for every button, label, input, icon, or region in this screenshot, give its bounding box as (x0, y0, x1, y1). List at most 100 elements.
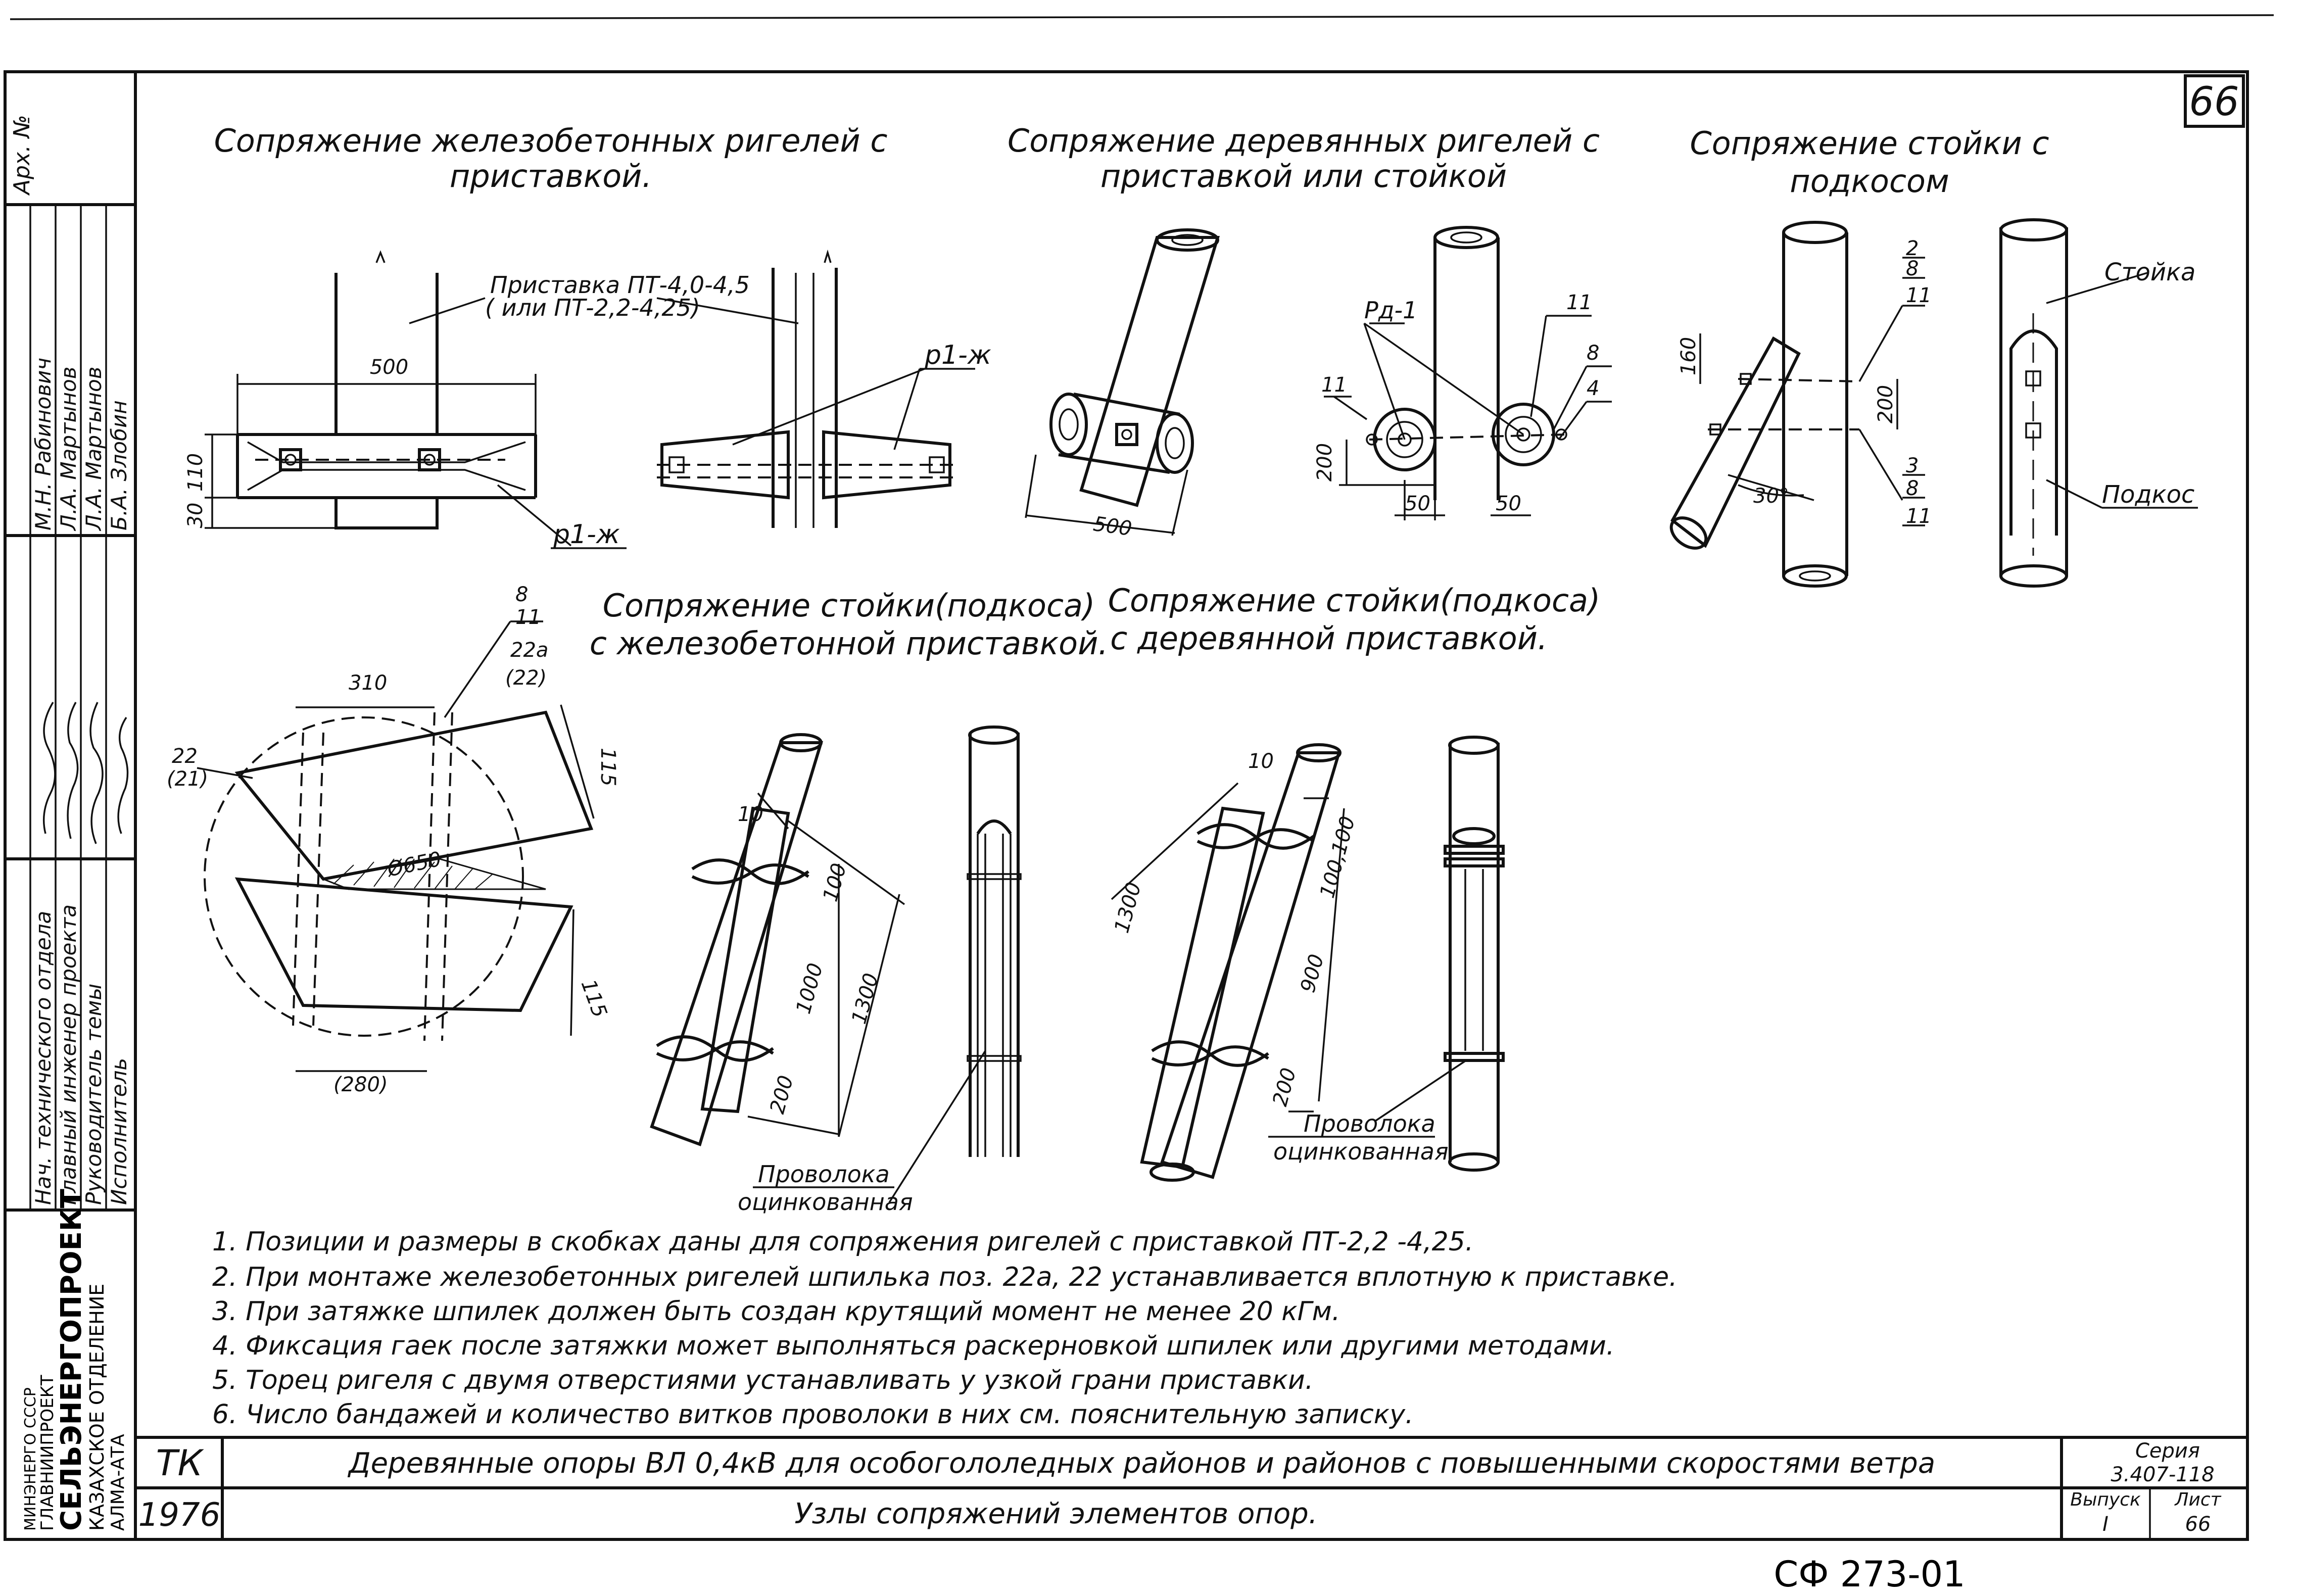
caption-wood-crossbar-1: Сопряжение деревянных ригелей с (1008, 122, 1600, 159)
caption-pole-wood-attach-2: с деревянной приставкой. (1110, 620, 1547, 657)
leader-pristavka-2 (656, 297, 799, 324)
stamp-name-1: М.Н. Рабинович (31, 358, 56, 530)
note-2: 2. При монтаже железобетонных ригелей шп… (212, 1262, 1678, 1292)
tb-sheet-value: 66 (2185, 1513, 2211, 1536)
bottom-code: СФ 273-01 (1774, 1554, 1965, 1595)
org-line-2: ГЛАВНИИПРОЕКТ (37, 1375, 58, 1531)
pos-c22a: 22а (510, 639, 548, 662)
scan-top-line (10, 14, 2274, 20)
dim-w100: 100,100 (1316, 814, 1360, 901)
stamp-name-2: Л.А. Мартынов (56, 366, 81, 531)
label-wire-2a: Проволока (1304, 1110, 1435, 1137)
note-5: 5. Торец ригеля с двумя отверстиями уста… (212, 1365, 1313, 1395)
dim-500a: 500 (370, 356, 408, 379)
dim-r1300: 1300 (847, 971, 883, 1027)
dim-c650: Ø650 (385, 847, 444, 882)
label-rg1: Рд-1 (1364, 297, 1417, 324)
pos-c22: 22 (172, 745, 198, 768)
pos-c21: (21) (167, 767, 208, 791)
caption-pole-rc-attach-2: с железобетонной приставкой. (590, 625, 1108, 662)
tb-subtitle: Узлы сопряжений элементов опор. (794, 1497, 1317, 1530)
label-wire-1a: Проволока (758, 1160, 890, 1188)
pos-s11b: 11 (1906, 505, 1932, 528)
pos-s2: 2 (1906, 237, 1919, 260)
dim-c310: 310 (349, 671, 387, 695)
pos-11b: 11 (1321, 373, 1347, 397)
tb-issue-value: I (2102, 1513, 2109, 1536)
pos-c11: 11 (515, 606, 541, 629)
dim-r10: 10 (738, 803, 763, 826)
label-podkos: Подкос (2102, 480, 2194, 509)
dim-w900: 900 (1296, 952, 1328, 995)
tb-year: 1976 (138, 1496, 221, 1534)
note-1: 1. Позиции и размеры в скобках даны для … (212, 1227, 1473, 1257)
tb-sheet-label: Лист (2174, 1489, 2221, 1510)
page-number: 66 (2189, 79, 2239, 125)
dim-50a: 50 (1405, 492, 1430, 515)
pos-c8: 8 (515, 583, 528, 606)
pos-s11a: 11 (1906, 284, 1932, 307)
org-line-5: АЛМА-АТА (108, 1434, 128, 1531)
notes: 1. Позиции и размеры в скобках даны для … (212, 1227, 1678, 1430)
dim-c115a: 115 (596, 748, 619, 786)
dim-w200: 200 (1268, 1066, 1301, 1109)
dim-r100: 100 (819, 861, 851, 904)
drawing-circle-section (197, 620, 595, 1072)
stamp-role-3: Руководитель темы (81, 984, 106, 1205)
pos-4: 4 (1587, 377, 1599, 400)
label-pristavka-2: ( или ПТ-2,2-4,25) (485, 294, 700, 321)
tb-code: ТК (156, 1442, 205, 1484)
caption-rc-crossbar-2: приставкой. (450, 158, 652, 195)
signatures (42, 702, 129, 844)
pos-c22p: (22) (505, 666, 547, 690)
drawing-pole-brace-side (1669, 221, 1925, 588)
dim-c280: (280) (333, 1073, 388, 1096)
drawing-wood-pole-endview (1324, 226, 1612, 520)
leader-pristavka (409, 297, 486, 324)
caption-wood-crossbar-2: приставкой или стойкой (1100, 158, 1507, 195)
dim-500b: 500 (1092, 512, 1133, 541)
page-number-box (2184, 74, 2245, 128)
org-line-3: СЕЛЬЭНЕРГОПРОЕКТ (55, 1189, 88, 1531)
label-wire-2b: оцинкованная (1273, 1138, 1449, 1165)
label-wire-1b: оцинкованная (738, 1188, 913, 1216)
stamp-role-1: Нач. технического отдела (31, 911, 56, 1205)
dim-200b: 200 (1874, 385, 1897, 423)
drawing-wood-crossbar (1025, 228, 1220, 536)
dim-w10: 10 (1248, 750, 1274, 773)
pos-s3: 3 (1906, 454, 1919, 477)
stamp-role-2: Главный инженер проекта (56, 904, 81, 1205)
dim-110: 110 (184, 453, 207, 492)
org-line-4: КАЗАХСКОЕ ОТДЕЛЕНИЕ (86, 1284, 108, 1531)
dim-50b: 50 (1496, 492, 1521, 515)
pos-11a: 11 (1566, 291, 1592, 314)
pos-8a: 8 (1587, 342, 1599, 365)
tb-title: Деревянные опоры ВЛ 0,4кВ для особоголол… (347, 1447, 1935, 1480)
caption-pole-rc-attach-1: Сопряжение стойки(подкоса) (603, 587, 1095, 624)
archive-label: Арх. № (9, 115, 35, 196)
drawing-pole-wood-attach (1111, 736, 1505, 1182)
dim-160: 160 (1677, 337, 1700, 375)
stamp-name-4: Б.А. Злобин (107, 400, 131, 530)
dim-30deg: 30° (1753, 485, 1789, 508)
caption-pole-brace-2: подкосом (1790, 163, 1949, 200)
drawing-rc-crossbar-side (657, 249, 975, 528)
tb-series-value: 3.407-118 (2111, 1463, 2214, 1486)
dim-30: 30 (184, 503, 207, 528)
label-stoyka: Стойка (2104, 258, 2195, 286)
stamp-name-3: Л.А. Мартынов (81, 366, 106, 531)
tb-series-label: Серия (2135, 1439, 2200, 1463)
tb-issue-label: Выпуск (2070, 1489, 2141, 1510)
drawing-rc-crossbar-front (205, 250, 627, 549)
label-r1zh: р1-ж (553, 519, 620, 550)
dim-r200: 200 (765, 1073, 798, 1117)
stamp-role-4: Исполнитель (107, 1058, 131, 1205)
org-line-1: МИНЭНЕРГО СССР (22, 1387, 39, 1531)
dim-200a: 200 (1313, 443, 1336, 481)
caption-pole-brace-1: Сопряжение стойки с (1690, 125, 2049, 162)
note-4: 4. Фиксация гаек после затяжки может вып… (212, 1331, 1614, 1361)
pos-s8b: 8 (1906, 477, 1919, 500)
caption-rc-crossbar-1: Сопряжение железобетонных ригелей с (214, 122, 888, 159)
drawing-pole-rc-attach (650, 726, 1022, 1203)
